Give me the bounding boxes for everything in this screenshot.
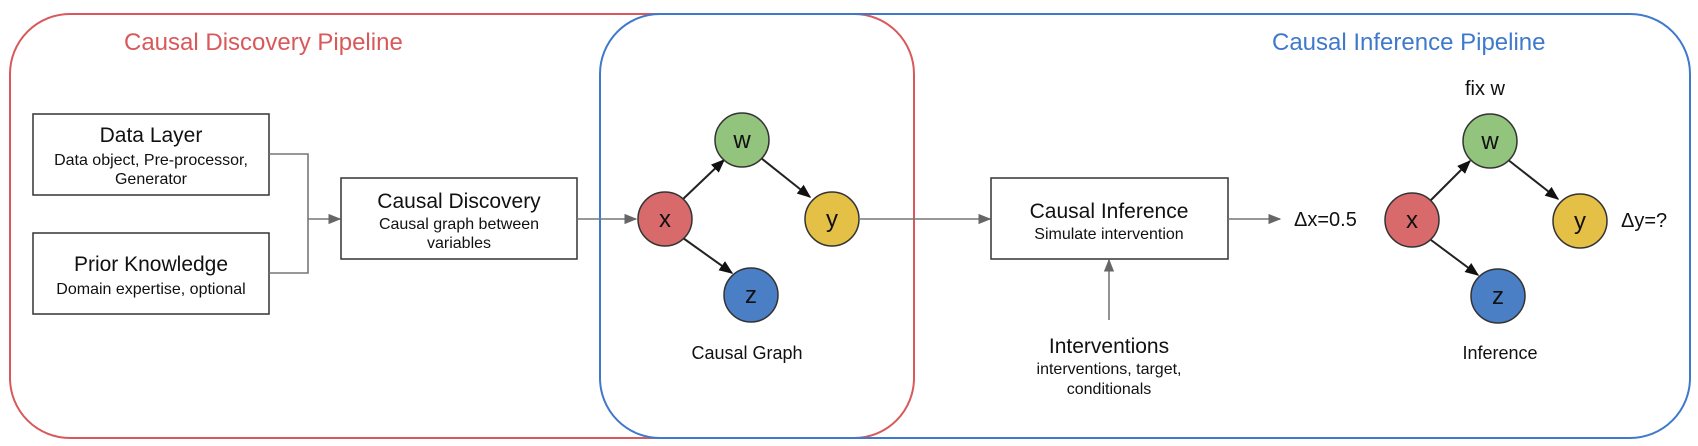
causal-discovery-sub1: Causal graph between [379, 216, 539, 233]
inference-edge-w-y [1506, 158, 1560, 200]
input-connector [269, 153, 309, 274]
causal-discovery-sub2: variables [427, 235, 491, 252]
interventions-sub1: interventions, target, [1037, 361, 1182, 378]
prior-knowledge-title: Prior Knowledge [74, 253, 228, 276]
inference-graph: fix w Δx=0.5 Δy=? x w y z Inference [1294, 78, 1667, 363]
causal-discovery-title: Causal Discovery [377, 190, 541, 213]
causal-graph-caption: Causal Graph [691, 343, 802, 363]
discovery-pipeline-frame [9, 13, 915, 439]
data-layer-sub2: Generator [115, 171, 188, 188]
prior-knowledge-box: Prior Knowledge Domain expertise, option… [32, 232, 270, 315]
causal-inference-sub1: Simulate intervention [1034, 226, 1183, 243]
interventions-sub2: conditionals [1067, 381, 1152, 398]
inference-node-z [1470, 268, 1526, 324]
graph-node-w [714, 112, 770, 168]
inference-node-x [1384, 192, 1440, 248]
inference-node-z-label: z [1492, 283, 1504, 310]
graph-edge-w-y [760, 157, 812, 198]
graph-node-z-label: z [745, 282, 757, 309]
inference-node-x-label: x [1406, 207, 1418, 234]
graph-node-x-label: x [659, 206, 671, 233]
graph-node-z [723, 267, 779, 323]
prior-knowledge-sub1: Domain expertise, optional [56, 281, 245, 298]
fix-w-label: fix w [1465, 78, 1506, 100]
data-layer-box: Data Layer Data object, Pre-processor, G… [32, 113, 270, 196]
causal-inference-box: Causal Inference Simulate intervention [990, 177, 1229, 260]
graph-edge-x-w [681, 159, 726, 201]
graph-node-x [637, 191, 693, 247]
delta-y-label: Δy=? [1621, 210, 1667, 232]
causal-inference-title: Causal Inference [1030, 200, 1189, 223]
causal-discovery-box: Causal Discovery Causal graph between va… [340, 177, 578, 260]
inference-edge-x-z [1430, 239, 1480, 276]
inference-node-w-label: w [1480, 128, 1499, 155]
inference-pipeline-frame [599, 13, 1691, 439]
interventions-block: Interventions interventions, target, con… [1037, 335, 1182, 398]
data-layer-title: Data Layer [100, 124, 203, 147]
graph-edge-x-z [682, 237, 734, 274]
inference-node-w [1462, 113, 1518, 169]
inference-edge-x-w [1429, 160, 1471, 202]
inference-caption: Inference [1462, 343, 1537, 363]
data-layer-sub1: Data object, Pre-processor, [54, 152, 248, 169]
interventions-title: Interventions [1049, 335, 1169, 358]
graph-node-y-label: y [826, 206, 838, 233]
delta-x-label: Δx=0.5 [1294, 209, 1357, 231]
inference-node-y [1552, 193, 1608, 249]
discovery-pipeline-title: Causal Discovery Pipeline [124, 29, 403, 56]
inference-node-y-label: y [1574, 208, 1586, 235]
graph-node-w-label: w [732, 127, 751, 154]
causal-graph: x w y z Causal Graph [637, 112, 860, 363]
inference-pipeline-title: Causal Inference Pipeline [1272, 29, 1546, 56]
